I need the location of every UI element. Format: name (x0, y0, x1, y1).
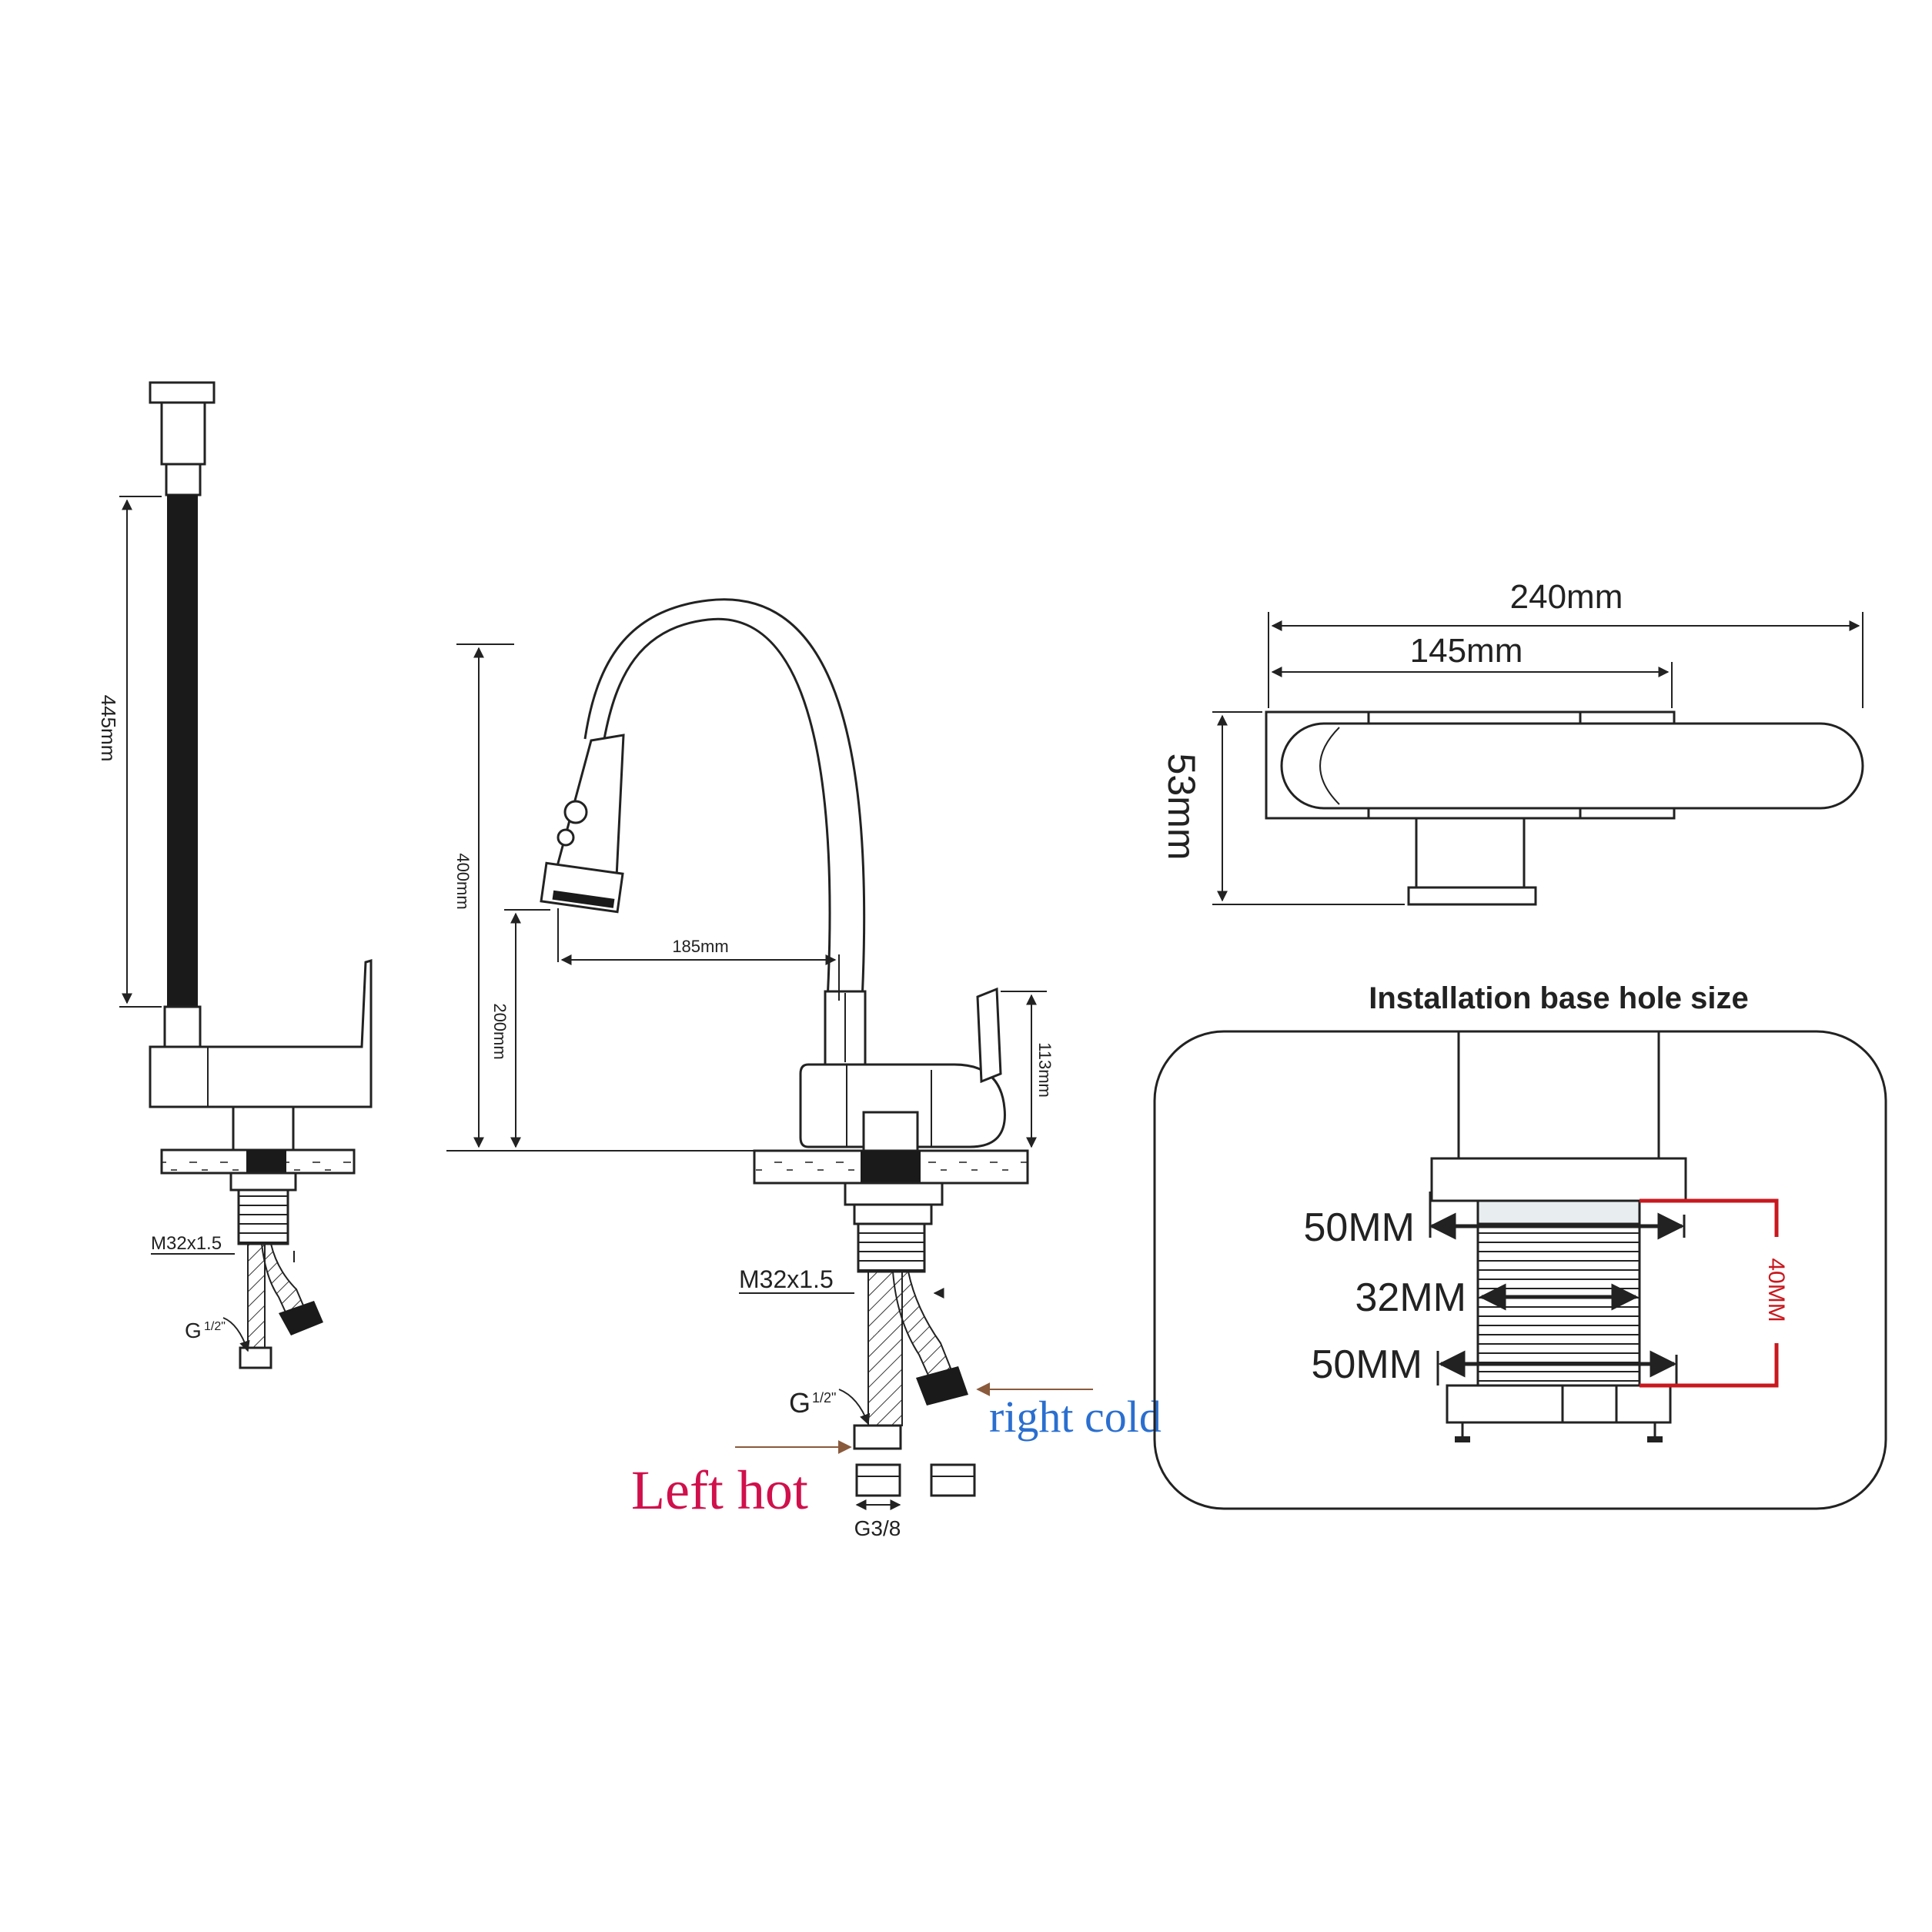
adapter-label: G3/8 (854, 1516, 901, 1540)
top-view: 240mm 145mm 53mm (1160, 578, 1864, 906)
front-inlet-label: G (789, 1387, 811, 1419)
spray-head (540, 734, 625, 914)
right-cold-label: right cold (989, 1392, 1162, 1442)
base-length-label: 145mm (1410, 632, 1523, 670)
handle-height-label: 113mm (1035, 1042, 1055, 1098)
install-panel: Installation base hole size 50MM 32MM 50… (1153, 981, 1887, 1510)
top-height-label: 53mm (1160, 754, 1203, 861)
hose-length-label: 445mm (97, 695, 120, 762)
left-hot-label: Left hot (631, 1459, 808, 1521)
total-height-label: 400mm (453, 853, 473, 909)
hose (167, 495, 198, 1007)
faucet-body (149, 1045, 329, 1108)
install-title: Installation base hole size (1369, 981, 1748, 1015)
adapter-right (930, 1463, 976, 1497)
front-inlet-fraction: 1/2" (812, 1390, 836, 1406)
top-width-label: 50MM (1304, 1205, 1415, 1250)
side-inlet-label: G (185, 1319, 202, 1342)
side-inlet-fraction: 1/2" (204, 1320, 226, 1333)
depth-label: 40MM (1763, 1258, 1789, 1322)
overall-length-label: 240mm (1510, 578, 1623, 616)
side-thread-label: M32x1.5 (151, 1233, 222, 1254)
spout-height-label: 200mm (490, 1003, 510, 1059)
front-thread-label: M32x1.5 (739, 1265, 834, 1293)
front-handle (976, 987, 1002, 1084)
middle-width-label: 32MM (1355, 1275, 1466, 1320)
side-view: 445mm M32x1.5 G 1/2" (97, 381, 373, 1369)
front-view: G3/8 400mm 200mm 185mm 113mm M32x1.5 G 1… (446, 598, 1162, 1540)
bottom-width-label: 50MM (1312, 1342, 1422, 1387)
side-handle (323, 959, 373, 1108)
top-view-handle (1280, 722, 1864, 810)
reach-label: 185mm (672, 937, 728, 956)
adapter-left (855, 1463, 901, 1497)
